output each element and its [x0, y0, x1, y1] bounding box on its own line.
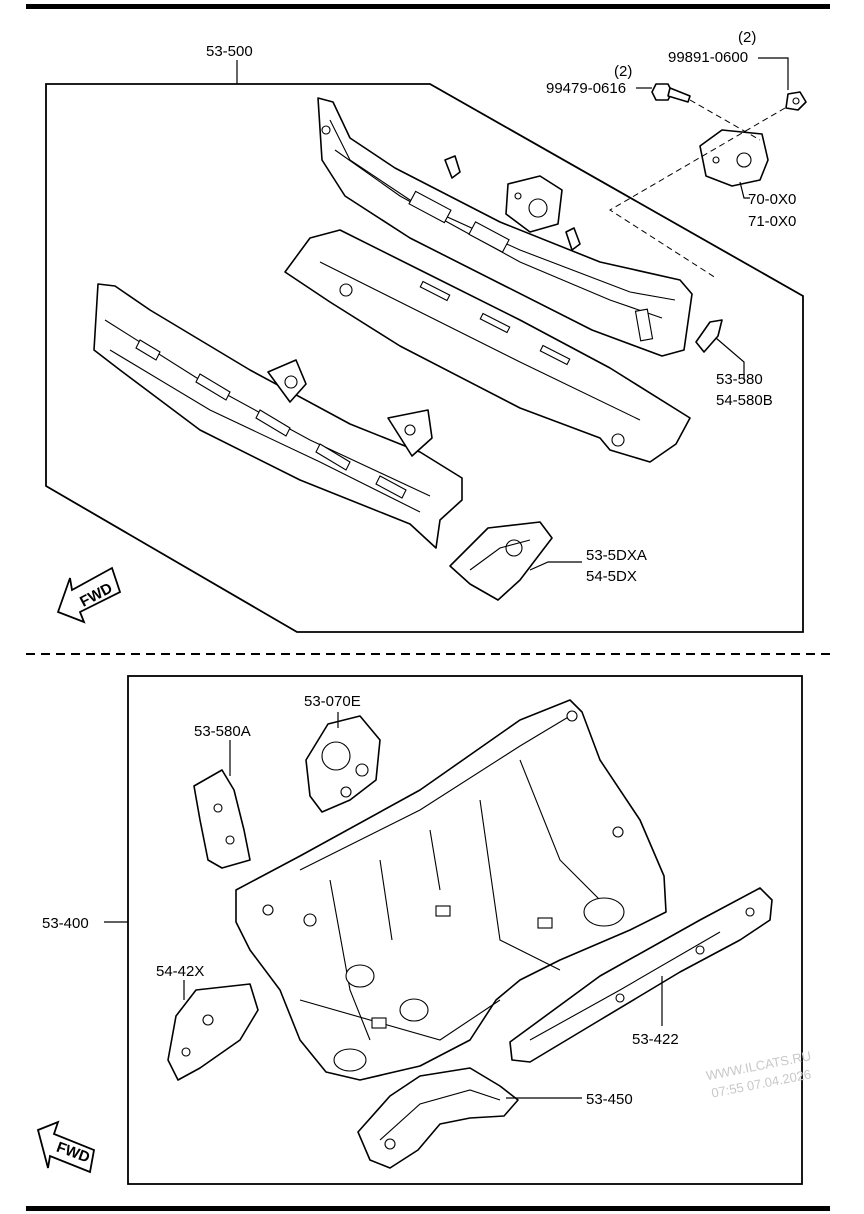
bracket-70-0X0[interactable] — [699, 129, 769, 187]
gusset-bracket-right[interactable] — [387, 409, 433, 457]
leader-53-5DXA — [529, 561, 582, 571]
top-border — [26, 4, 830, 9]
fwd-arrow-lower: FWD — [36, 1120, 96, 1174]
label-99479-0616: 99479-0616 — [546, 80, 626, 97]
label-53-400: 53-400 — [42, 915, 89, 932]
fwd-arrow-upper: FWD — [56, 566, 122, 624]
bracket-53-580A[interactable] — [193, 769, 251, 869]
dash-floor-panel[interactable] — [235, 699, 667, 1081]
side-member-53-422[interactable] — [509, 887, 773, 1063]
upper-section: FWD 53-500 (2) 99891-0600 (2) 99479-0616… — [45, 29, 807, 633]
gusset-bracket-left[interactable] — [267, 359, 307, 403]
cowl-lower-panel[interactable] — [284, 229, 691, 463]
cowl-center-bracket[interactable] — [505, 175, 563, 233]
qty-99891: (2) — [738, 29, 756, 46]
label-53-580A: 53-580A — [194, 723, 251, 740]
bottom-border — [26, 1206, 830, 1211]
label-53-450: 53-450 — [586, 1091, 633, 1108]
leader-70-0X0 — [739, 181, 750, 199]
upper-assembly-frame — [45, 83, 804, 633]
tunnel-member-53-450[interactable] — [357, 1067, 519, 1169]
label-53-500: 53-500 — [206, 43, 253, 60]
label-54-42X: 54-42X — [156, 963, 204, 980]
clip-53-580[interactable] — [695, 319, 723, 353]
label-70-0X0: 70-0X0 — [748, 191, 796, 208]
side-member-54-42X[interactable] — [167, 983, 259, 1081]
label-53-5DXA: 53-5DXA — [586, 547, 647, 564]
lower-assembly-frame — [127, 675, 803, 1185]
bracket-53-5DXA[interactable] — [449, 521, 553, 601]
leader-99891 — [758, 57, 789, 90]
reinforcement-53-070E[interactable] — [305, 715, 381, 813]
label-53-580: 53-580 — [716, 371, 763, 388]
nut-99891-0600[interactable] — [785, 91, 807, 111]
lower-section: FWD 53-400 53-070E 53-580A 54-42X 53-422… — [36, 675, 812, 1185]
label-54-580B: 54-580B — [716, 392, 773, 409]
cowl-upper-panel[interactable] — [317, 97, 693, 357]
label-71-0X0: 71-0X0 — [748, 213, 796, 230]
label-99891-0600: 99891-0600 — [668, 49, 748, 66]
phantom-line — [609, 99, 786, 279]
label-54-5DX: 54-5DX — [586, 568, 637, 585]
cowl-bracket-small[interactable] — [444, 155, 581, 251]
label-53-422: 53-422 — [632, 1031, 679, 1048]
cowl-front-panel[interactable] — [93, 283, 463, 549]
label-53-070E: 53-070E — [304, 693, 361, 710]
qty-99479: (2) — [614, 63, 632, 80]
leader-53-580 — [715, 337, 745, 380]
bolt-99479-0616[interactable] — [651, 83, 691, 103]
